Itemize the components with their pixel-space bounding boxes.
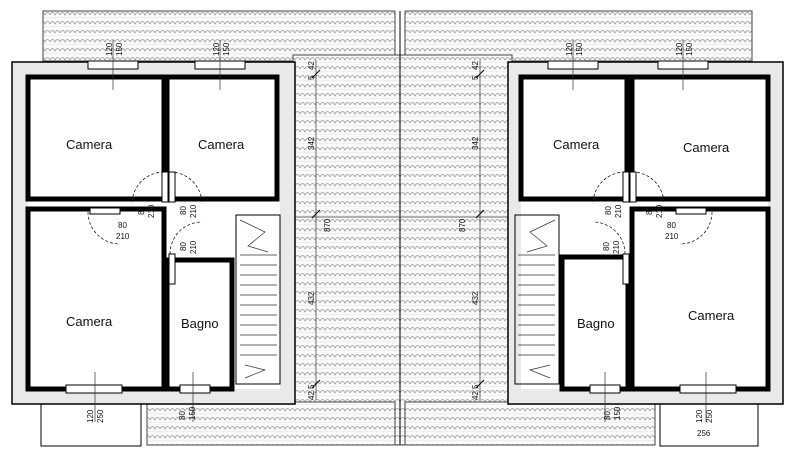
dim-label: 210 [655, 204, 664, 218]
dim-label: 150 [115, 42, 124, 56]
dim-label: 80 [602, 242, 611, 251]
dim-label: 80 [179, 242, 188, 251]
dim-label: 120 [695, 409, 704, 423]
dim-label: 210 [189, 240, 198, 254]
dim-label: 120 [212, 42, 221, 56]
room-label-bagno: Bagno [181, 316, 219, 331]
dim-label: 210 [147, 204, 156, 218]
dim-label: 80 [603, 411, 612, 420]
dim-label: 42 [471, 61, 480, 70]
dim-label: 250 [705, 409, 714, 423]
room-label-camera: Camera [683, 140, 730, 155]
room-label-camera: Camera [66, 137, 113, 152]
dim-label: 432 [307, 291, 316, 305]
dim-label: 150 [222, 42, 231, 56]
roof-right-bottom [404, 401, 656, 446]
dim-label: 120 [105, 42, 114, 56]
room-label-camera: Camera [688, 308, 735, 323]
stair-right [518, 219, 556, 379]
dim-label: 432 [471, 291, 480, 305]
dim-label: 342 [307, 136, 316, 150]
dim-label: 256 [697, 429, 711, 438]
dim-label: 80 [118, 221, 127, 230]
dim-label: 870 [323, 218, 332, 232]
roof-left-top [42, 10, 396, 62]
dim-label: 150 [685, 42, 694, 56]
right-unit [507, 40, 784, 422]
dim-label: 120 [565, 42, 574, 56]
stair-left [239, 219, 277, 379]
dim-label: 250 [96, 409, 105, 423]
dim-label: 80 [178, 411, 187, 420]
dim-label: 210 [665, 232, 679, 241]
dim-label: 150 [575, 42, 584, 56]
balcony-left [40, 403, 142, 447]
dim-label: 120 [86, 409, 95, 423]
dim-label: 210 [189, 204, 198, 218]
balcony-right [659, 403, 759, 447]
roof-right-top [404, 10, 753, 62]
dim-label: 5 [471, 384, 480, 389]
dim-label: 80 [179, 206, 188, 215]
dim-label: 210 [614, 204, 623, 218]
room-label-camera: Camera [66, 314, 113, 329]
room-label-camera: Camera [198, 137, 245, 152]
dim-label: 42 [471, 391, 480, 400]
dim-label: 210 [116, 232, 130, 241]
dim-label: 150 [188, 406, 197, 420]
room-label-bagno: Bagno [577, 316, 615, 331]
dim-label: 80 [645, 206, 654, 215]
dim-label: 80 [667, 221, 676, 230]
dim-label: 870 [458, 218, 467, 232]
room-label-camera: Camera [553, 137, 600, 152]
left-unit [11, 40, 296, 422]
roof-left-bottom [146, 401, 396, 446]
dim-label: 5 [307, 384, 316, 389]
dim-label: 42 [307, 391, 316, 400]
roof-center-strip [292, 54, 513, 446]
dim-label: 342 [471, 136, 480, 150]
dim-label: 120 [675, 42, 684, 56]
dim-label: 210 [612, 240, 621, 254]
dim-label: 80 [137, 206, 146, 215]
dim-label: 80 [604, 206, 613, 215]
dim-label: 42 [307, 61, 316, 70]
dim-label: 5 [471, 75, 480, 80]
dim-label: 5 [307, 75, 316, 80]
dim-label: 150 [613, 406, 622, 420]
